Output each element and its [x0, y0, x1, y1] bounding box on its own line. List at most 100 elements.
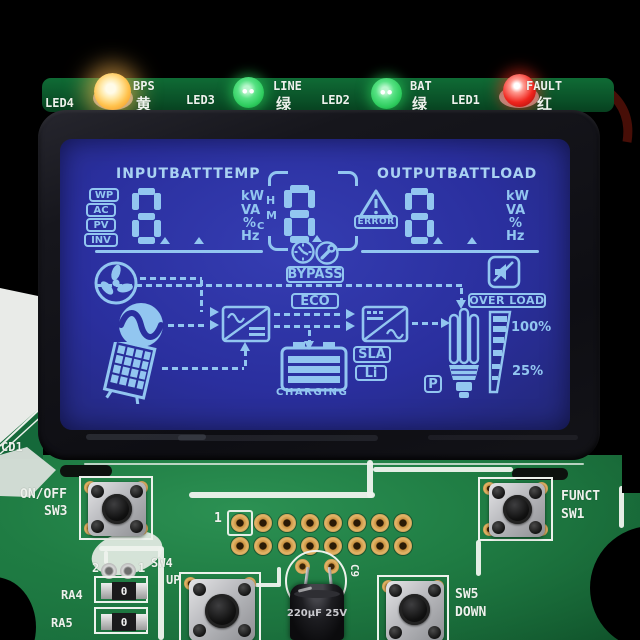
flow-line	[140, 277, 202, 280]
cd1-label: CD1	[1, 440, 23, 454]
li-tag: Li	[355, 365, 387, 381]
led1-indicator	[503, 74, 536, 107]
overload-tag: OVER LOAD	[468, 293, 546, 308]
header-pad	[347, 537, 366, 555]
ra4-ref-label: RA4	[61, 588, 83, 602]
sw3-func-label: ON/OFF	[20, 487, 67, 502]
header-pad	[370, 537, 389, 555]
header-connector	[231, 514, 423, 560]
header-pad	[324, 514, 343, 532]
load-25-label: 25%	[512, 364, 544, 379]
header-pad	[254, 537, 273, 555]
sw1-ref-label: SW1	[561, 507, 585, 522]
led1-ref-label: LED1	[451, 93, 480, 107]
header-pad	[277, 537, 296, 555]
source-tag-inv: INV	[84, 233, 118, 247]
input-unit-kw: kW	[241, 189, 264, 204]
led4-signal-cn: 黄	[136, 95, 152, 113]
silkscreen-trace	[373, 467, 513, 472]
timer-frame	[338, 236, 358, 251]
sw4-button[interactable]	[179, 572, 261, 640]
ra5-resistor: 0	[112, 613, 136, 631]
sla-tag: SLA	[353, 346, 391, 363]
silkscreen-trace	[277, 567, 281, 585]
decimal-mark	[467, 237, 477, 244]
timer-frame	[338, 171, 358, 186]
silkscreen-trace	[255, 583, 281, 587]
ra4-outline: 0	[94, 576, 148, 603]
sw3-button[interactable]	[79, 476, 153, 540]
clock-icon	[291, 240, 315, 264]
seven-segment-digit	[284, 185, 315, 243]
output-unit-kw: kW	[506, 189, 529, 204]
error-tag: ERROR	[354, 215, 398, 229]
header-pad	[300, 514, 319, 532]
sw4-ref-label: SW4	[151, 556, 173, 570]
pin1-marker-box	[227, 510, 253, 536]
c9-capacitor: 220µF 25V	[287, 584, 347, 640]
led2-ref-label: LED2	[321, 93, 350, 107]
flow-arrow	[304, 341, 314, 350]
flow-arrow	[456, 300, 466, 309]
sw1-func-label: FUNCT	[561, 489, 601, 504]
led4-signal-label: BPS	[133, 79, 155, 93]
input-unit-va: VA	[241, 203, 261, 218]
ac-source-icon	[118, 303, 164, 347]
header-pad	[277, 514, 296, 532]
test-pad	[101, 563, 117, 579]
wrench-icon	[315, 241, 339, 265]
led2-indicator	[371, 78, 402, 109]
sw1-button[interactable]	[478, 477, 553, 541]
sw5-button[interactable]	[377, 575, 449, 640]
input-header: INPUTBATTTEMP	[116, 166, 261, 182]
seven-segment-digit	[405, 188, 434, 244]
input-unit-c: C	[257, 221, 265, 232]
ra5-outline: 0	[94, 607, 148, 634]
charging-label: CHARGING	[276, 387, 349, 398]
flow-line	[162, 367, 244, 370]
led2-signal-cn: 绿	[412, 95, 428, 113]
inverter-icon	[361, 305, 409, 343]
flow-line	[200, 280, 203, 312]
flow-arrow	[346, 309, 355, 319]
silkscreen-trace	[476, 540, 481, 576]
input-unit-hz: Hz	[241, 229, 260, 244]
bypass-line	[460, 288, 463, 300]
load-100-label: 100%	[511, 320, 552, 335]
header-pad	[231, 537, 249, 555]
source-tag-pv: PV	[86, 218, 116, 232]
timer-frame	[268, 236, 288, 251]
c9-marking: 220µF 25V	[286, 608, 348, 619]
lamp-icon	[448, 308, 480, 398]
decimal-mark	[433, 237, 443, 244]
c9-ref-label: C9	[348, 563, 362, 578]
flow-line	[412, 322, 440, 325]
header-pad	[324, 537, 343, 555]
output-unit-va: VA	[506, 203, 526, 218]
source-tag-ac: AC	[86, 203, 116, 217]
ra4-resistor: 0	[112, 582, 136, 600]
input-unit-pct: %	[243, 216, 257, 231]
header-pad	[394, 514, 413, 532]
timer-hour-label: H	[266, 194, 276, 207]
sw5-ref-label: SW5	[455, 587, 479, 602]
board-edge	[622, 455, 640, 493]
timer-frame	[268, 171, 288, 186]
divider	[95, 250, 263, 253]
header-pad	[370, 514, 389, 532]
led4-ref-label: LED4	[45, 96, 74, 110]
divider	[361, 250, 539, 253]
load-gauge-icon	[488, 310, 512, 394]
test-pad	[120, 563, 136, 579]
silkscreen-line	[84, 463, 584, 465]
sw5-func-label: DOWN	[455, 605, 487, 620]
fan-icon	[94, 261, 138, 305]
silkscreen-trace	[367, 460, 373, 498]
decimal-mark	[160, 237, 170, 244]
header-pad	[231, 514, 249, 532]
flow-line	[244, 350, 247, 368]
flow-line	[274, 325, 344, 328]
decimal-mark	[312, 235, 322, 242]
mute-icon	[487, 255, 521, 289]
